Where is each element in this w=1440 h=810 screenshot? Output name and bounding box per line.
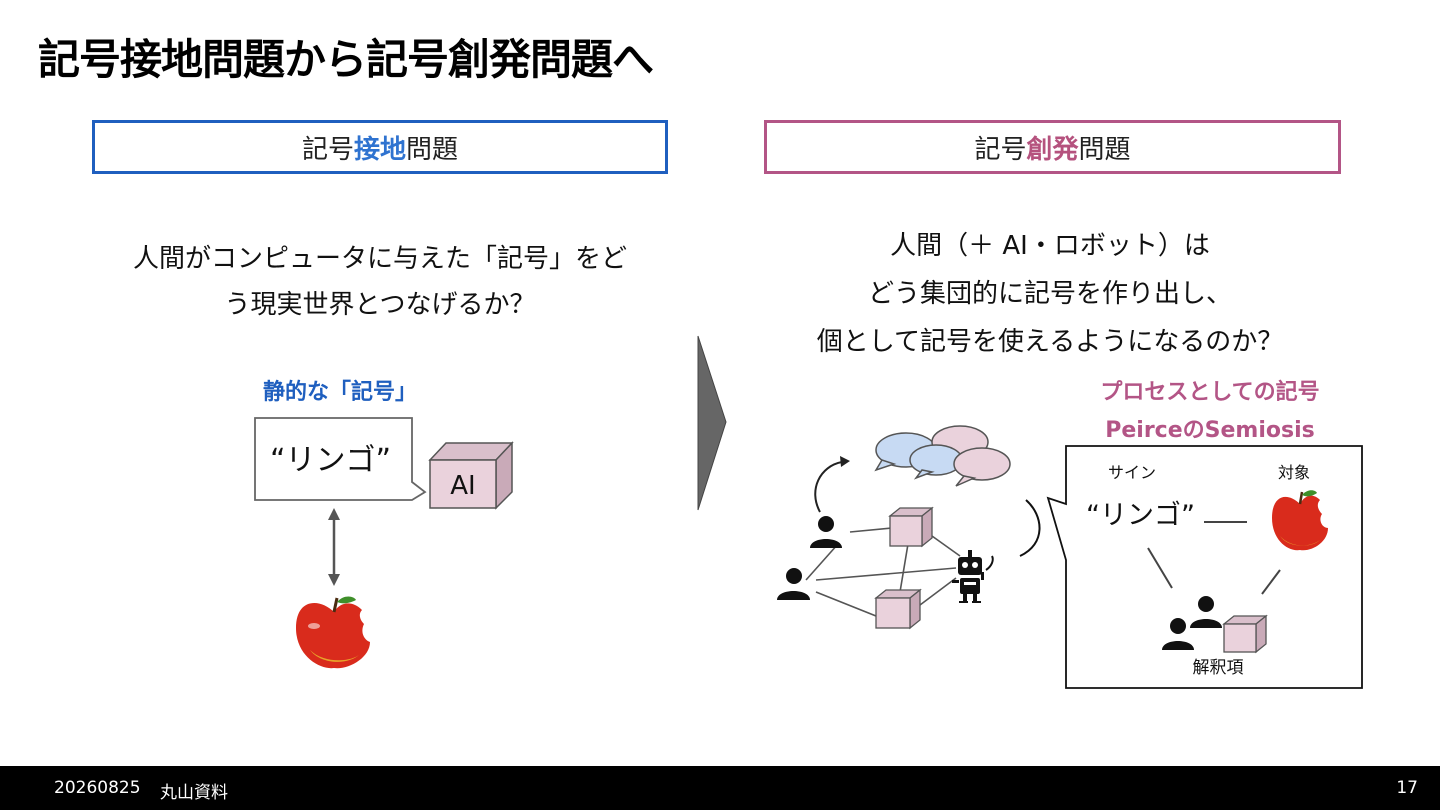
robot-icon: [952, 550, 994, 603]
speech-bubble: [254, 417, 427, 501]
footer-date: 20260825: [54, 778, 141, 798]
person-icon: [1162, 618, 1194, 650]
symbol-cube: [874, 588, 922, 630]
triad-lines: [1147, 521, 1281, 595]
header-emphasis: 創発: [1026, 134, 1079, 165]
person-icon: [810, 516, 842, 548]
interpretant-label: 解釈項: [1193, 658, 1244, 678]
header-suffix: 問題: [1078, 134, 1131, 165]
question-line: 個として記号を使えるようになるのか？: [816, 327, 1284, 357]
grounding-double-arrow: [328, 508, 340, 586]
grounding-question: 人間がコンピュータに与えた「記号」をど う現実世界とつなげるか？: [100, 236, 660, 328]
header-suffix: 問題: [406, 134, 459, 165]
person-icon: [777, 568, 810, 600]
apple-icon: [296, 596, 370, 669]
grounding-diagram: “リンゴ” AI: [254, 417, 514, 669]
static-symbol-label: 静的な「記号」: [262, 380, 417, 405]
question-line: う現実世界とつなげるか？: [224, 290, 536, 320]
communication-arrow: [814, 456, 850, 513]
process-symbol-label: プロセスとしての記号: [1100, 380, 1320, 405]
community-network-diagram: [777, 425, 1041, 630]
ai-cube: AI: [428, 441, 514, 510]
header-prefix: 記号: [974, 134, 1027, 165]
person-icon: [1190, 596, 1222, 628]
symbol-grounding-header: 記号接地問題: [92, 120, 668, 174]
page-number: 17: [1396, 778, 1418, 798]
footer-author: 丸山資料: [160, 783, 228, 803]
symbol-emergence-header: 記号創発問題: [764, 120, 1341, 174]
network-links: [805, 527, 961, 617]
sign-text: “リンゴ”: [1086, 500, 1195, 531]
sign-label: サイン: [1108, 463, 1156, 482]
emergence-question: 人間（＋ AI・ロボット）は どう集団的に記号を作り出し、 個として記号を使える…: [790, 222, 1310, 366]
slide-title: 記号接地問題から記号創発問題へ: [38, 35, 654, 84]
header-emphasis: 接地: [353, 134, 406, 165]
question-line: どう集団的に記号を作り出し、: [867, 279, 1232, 309]
symbol-cube: [888, 506, 934, 548]
transition-arrow: [697, 335, 727, 511]
conversation-bubbles-icon: [874, 425, 1011, 487]
bubble-text: “リンゴ”: [270, 443, 391, 478]
question-line: 人間がコンピュータに与えた「記号」をど: [132, 244, 627, 274]
header-prefix: 記号: [301, 134, 354, 165]
ai-label: AI: [450, 471, 475, 501]
zoom-bracket: [1019, 499, 1041, 557]
object-label: 対象: [1278, 463, 1310, 482]
apple-icon: [1272, 490, 1328, 551]
question-line: 人間（＋ AI・ロボット）は: [890, 231, 1210, 261]
triad-frame: [1046, 445, 1363, 689]
semiosis-label: PeirceのSemiosis: [1105, 418, 1315, 443]
semiosis-triad: サイン 対象 “リンゴ” 解釈項: [1046, 445, 1363, 689]
footer-bar: 20260825 丸山資料 17: [0, 766, 1440, 810]
symbol-cube: [1222, 614, 1268, 654]
